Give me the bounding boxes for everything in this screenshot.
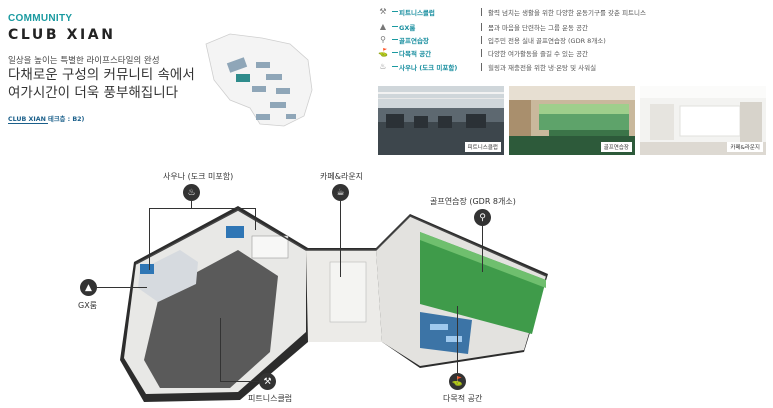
location-subtitle: CLUB XIAN 테크층 : B2) xyxy=(8,116,85,123)
label-sauna: 사우나 (도크 미포함) xyxy=(163,172,234,181)
floor-plan xyxy=(120,206,548,402)
photo-fitness: 피트니스클럽 xyxy=(378,86,504,155)
legend-row-gx: ▲ GX룸 몸과 마음을 단련하는 그룹 운동 공간 xyxy=(375,21,588,32)
photo-caption: 골프연습장 xyxy=(600,142,632,152)
photo-cafe: 카페&라운지 xyxy=(640,86,766,155)
legend-desc: 입주민 전용 실내 골프연습장 (GDR 8개소) xyxy=(488,36,606,45)
tagline: 일상을 높이는 특별한 라이프스타일의 완성 xyxy=(8,56,160,66)
label-fitness: 피트니스클럽 xyxy=(248,394,293,403)
gx-callout-icon: ▲ xyxy=(80,279,97,296)
photo-golf: 골프연습장 xyxy=(509,86,635,155)
legend-row-fitness: ⚒ 피트니스클럽 활력 넘치는 생활을 위한 다양한 운동기구를 갖춘 피트니스 xyxy=(375,6,646,17)
fitness-callout-icon: ⚒ xyxy=(259,373,276,390)
community-label: COMMUNITY xyxy=(8,13,73,24)
subtitle-underline xyxy=(8,123,48,124)
legend-row-golf: ⚲ 골프연습장 입주민 전용 실내 골프연습장 (GDR 8개소) xyxy=(375,34,606,45)
multi-callout-icon: ⛳ xyxy=(449,373,466,390)
label-cafe: 카페&라운지 xyxy=(320,172,364,181)
legend-desc: 몸과 마음을 단련하는 그룹 운동 공간 xyxy=(488,23,589,32)
headline: 다채로운 구성의 커뮤니티 속에서 여가시간이 더욱 풍부해집니다 xyxy=(8,66,208,102)
golf-callout-icon: ⚲ xyxy=(474,209,491,226)
sauna-icon: ♨ xyxy=(379,62,387,71)
label-gx: GX룸 xyxy=(78,301,98,310)
legend-row-sauna: ♨ 사우나 (도크 미포함) 힐링과 재충전을 위한 냉·온탕 및 사워실 xyxy=(375,61,596,72)
sauna-callout-icon: ♨ xyxy=(183,184,200,201)
photo-caption: 카페&라운지 xyxy=(727,142,763,152)
legend-desc: 힐링과 재충전을 위한 냉·온탕 및 사워실 xyxy=(488,63,597,72)
dumbbell-icon: ⚒ xyxy=(379,7,387,16)
headline-line-1: 다채로운 구성의 커뮤니티 속에서 xyxy=(8,67,195,83)
legend-name: 다목적 공간 xyxy=(399,49,432,58)
legend-name: 피트니스클럽 xyxy=(399,8,435,17)
legend-name: 골프연습장 xyxy=(399,36,429,45)
gx-icon: ▲ xyxy=(379,22,387,31)
cafe-callout-icon: ☕ xyxy=(332,184,349,201)
legend-row-multi: ⛳ 다목적 공간 다양한 여가활동을 즐길 수 있는 공간 xyxy=(375,47,588,58)
golfer-icon: ⚲ xyxy=(380,35,386,44)
club-title: CLUB XIAN xyxy=(8,27,116,43)
photo-caption: 피트니스클럽 xyxy=(464,142,501,152)
legend-name: 사우나 (도크 미포함) xyxy=(399,63,458,72)
multipurpose-icon: ⛳ xyxy=(378,48,388,57)
site-map xyxy=(205,33,313,127)
fitness-photo-image xyxy=(378,86,504,155)
headline-line-2: 여가시간이 더욱 풍부해집니다 xyxy=(8,85,179,101)
label-golf: 골프연습장 (GDR 8개소) xyxy=(430,197,516,206)
legend-name: GX룸 xyxy=(399,23,416,32)
cafe-photo-image xyxy=(640,86,766,155)
legend-desc: 활력 넘치는 생활을 위한 다양한 운동기구를 갖춘 피트니스 xyxy=(488,8,646,17)
label-multi: 다목적 공간 xyxy=(443,394,483,403)
legend-desc: 다양한 여가활동을 즐길 수 있는 공간 xyxy=(488,49,589,58)
